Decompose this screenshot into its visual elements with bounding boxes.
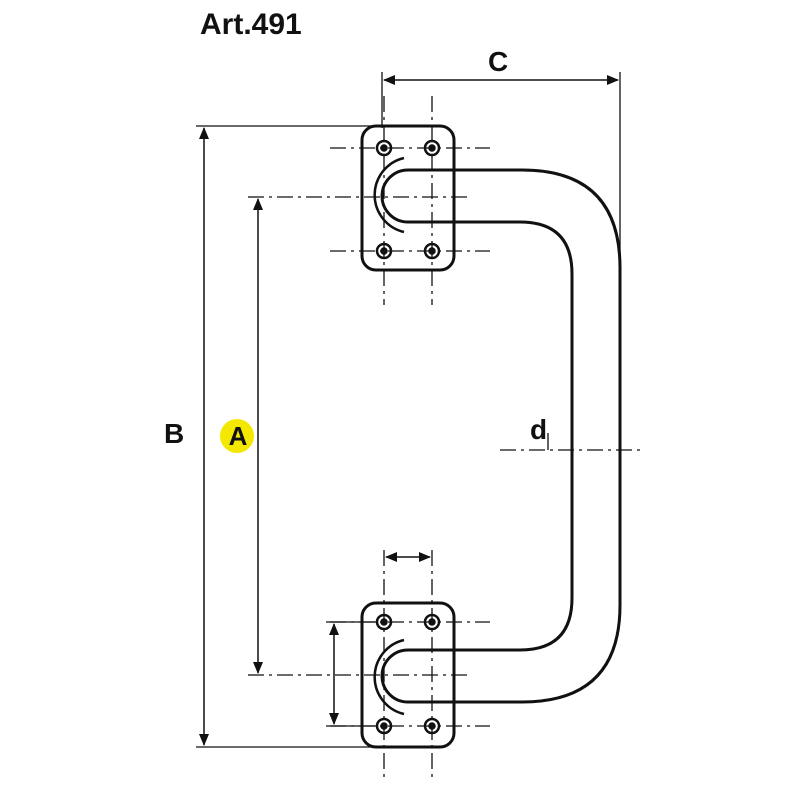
dimension-label-c: C [488, 46, 509, 77]
dimension-label-b: B [164, 418, 185, 449]
center-lines [248, 96, 640, 780]
top-base-plate [360, 124, 456, 272]
dimension-label-d: d [530, 414, 548, 445]
dimension-label-a: A [228, 421, 248, 451]
label-a-highlight [220, 419, 254, 453]
dimension-lines [199, 75, 619, 746]
hole-vertical-ext [326, 621, 378, 727]
article-title: Art.491 [200, 8, 302, 41]
screw-holes [375, 139, 441, 735]
handle-tube [373, 156, 622, 716]
extension-lines [196, 72, 621, 748]
